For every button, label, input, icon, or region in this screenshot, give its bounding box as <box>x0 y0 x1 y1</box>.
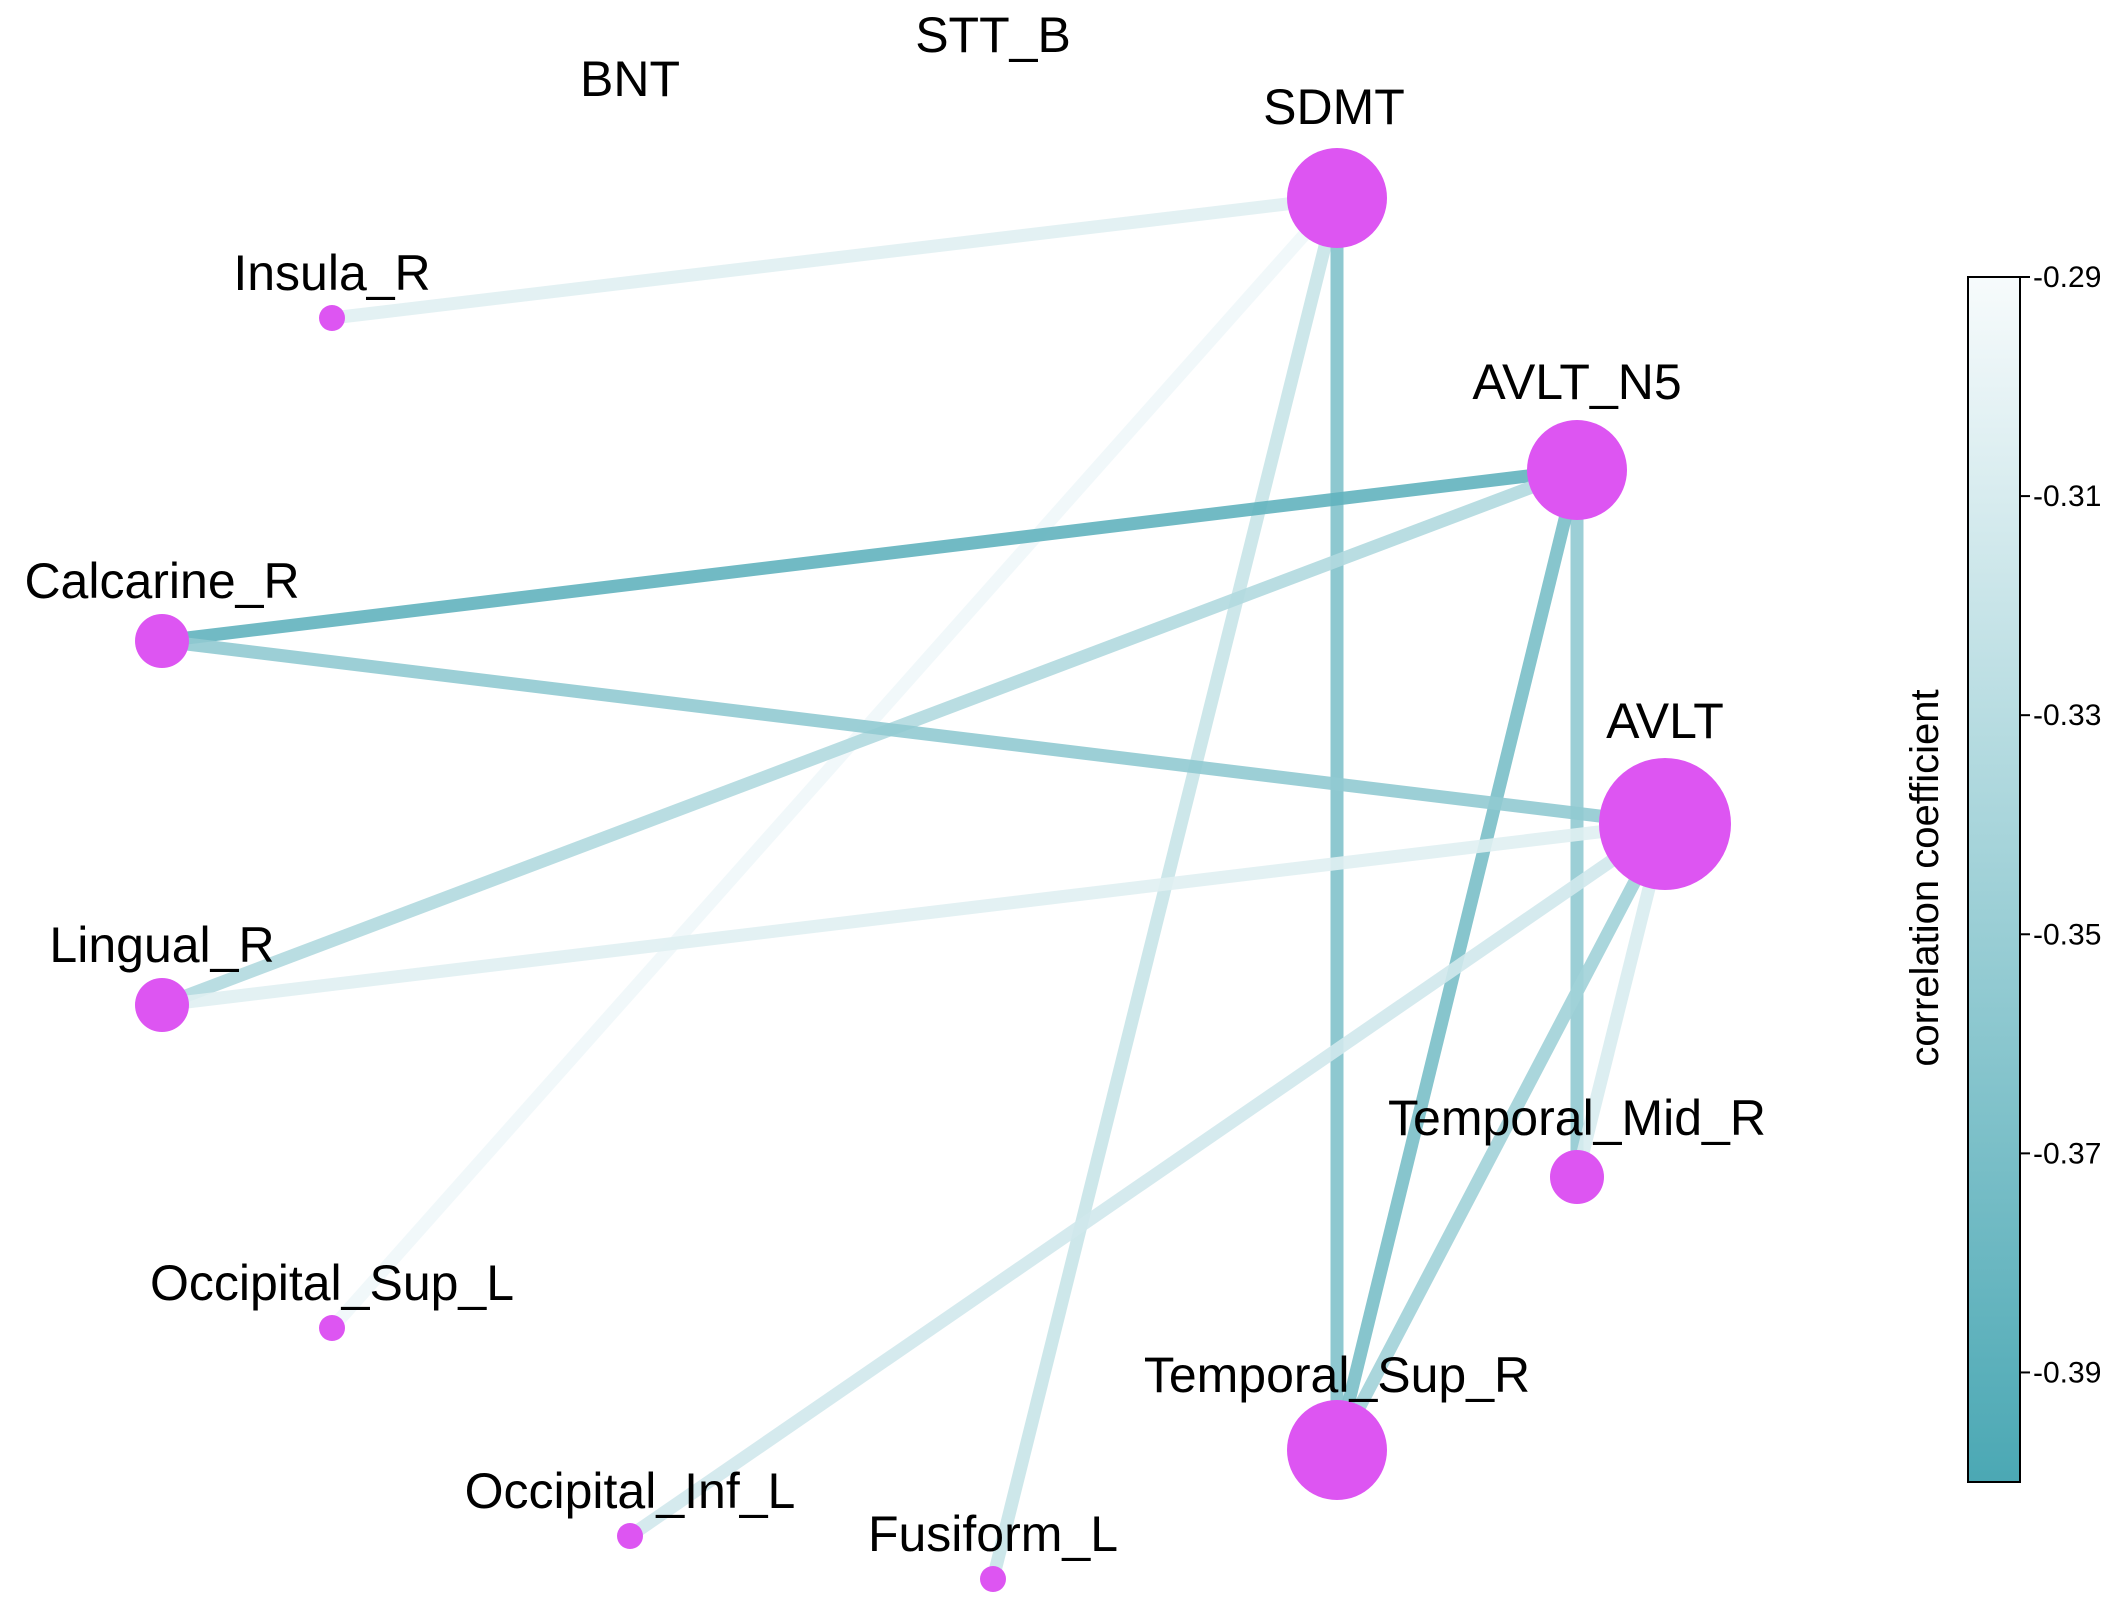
node-label-BNT: BNT <box>580 51 680 107</box>
node-Fusiform_L <box>980 1566 1006 1592</box>
colorbar-tick-label: -0.29 <box>2033 261 2101 294</box>
edge-AVLT-Temporal_Sup_R <box>1331 820 1671 1454</box>
colorbar <box>1967 276 2021 1483</box>
node-Calcarine_R <box>135 614 189 668</box>
node-AVLT_N5 <box>1527 420 1627 520</box>
node-Lingual_R <box>135 978 189 1032</box>
node-Insula_R <box>319 305 345 331</box>
node-label-Calcarine_R: Calcarine_R <box>24 553 299 609</box>
node-Temporal_Sup_R <box>1287 1400 1387 1500</box>
node-label-Fusiform_L: Fusiform_L <box>868 1506 1118 1562</box>
edge-SDMT-Insula_R <box>331 191 1338 325</box>
edge-AVLT-Occipital_Inf_L <box>626 818 1669 1542</box>
node-AVLT <box>1599 758 1731 890</box>
node-label-Occipital_Sup_L: Occipital_Sup_L <box>150 1255 514 1311</box>
node-label-Occipital_Inf_L: Occipital_Inf_L <box>465 1463 796 1519</box>
colorbar-tick-label: -0.31 <box>2033 480 2101 513</box>
node-Occipital_Inf_L <box>617 1523 643 1549</box>
node-label-Lingual_R: Lingual_R <box>49 917 274 973</box>
colorbar-tick-label: -0.39 <box>2033 1356 2101 1389</box>
nodes <box>135 148 1731 1592</box>
node-label-SDMT: SDMT <box>1263 79 1405 135</box>
colorbar-title: correlation coefficient <box>1903 689 1947 1066</box>
node-SDMT <box>1287 148 1387 248</box>
node-label-Insula_R: Insula_R <box>233 245 430 301</box>
colorbar-ticks: -0.29 -0.31 -0.33 -0.35 -0.37 -0.39 <box>2020 261 2101 1389</box>
edge-AVLT-Lingual_R <box>161 817 1666 1012</box>
colorbar-legend: -0.29 -0.31 -0.33 -0.35 -0.37 -0.39 correlati… <box>1903 261 2101 1483</box>
node-label-Temporal_Mid_R: Temporal_Mid_R <box>1388 1090 1766 1146</box>
node-label-AVLT: AVLT <box>1606 693 1724 749</box>
node-label-STT_B: STT_B <box>915 7 1071 63</box>
node-Temporal_Mid_R <box>1550 1150 1604 1204</box>
node-label-Temporal_Sup_R: Temporal_Sup_R <box>1144 1347 1530 1403</box>
edge-AVLT_N5-Calcarine_R <box>161 463 1578 648</box>
node-Occipital_Sup_L <box>319 1315 345 1341</box>
colorbar-tick-label: -0.37 <box>2033 1137 2101 1170</box>
colorbar-tick-label: -0.33 <box>2033 699 2101 732</box>
edge-AVLT-Calcarine_R <box>161 634 1666 831</box>
edge-SDMT-Occipital_Sup_L <box>327 193 1342 1333</box>
edge-AVLT_N5-Lingual_R <box>159 463 1580 1012</box>
node-label-AVLT_N5: AVLT_N5 <box>1472 354 1681 410</box>
colorbar-tick-label: -0.35 <box>2033 918 2101 951</box>
